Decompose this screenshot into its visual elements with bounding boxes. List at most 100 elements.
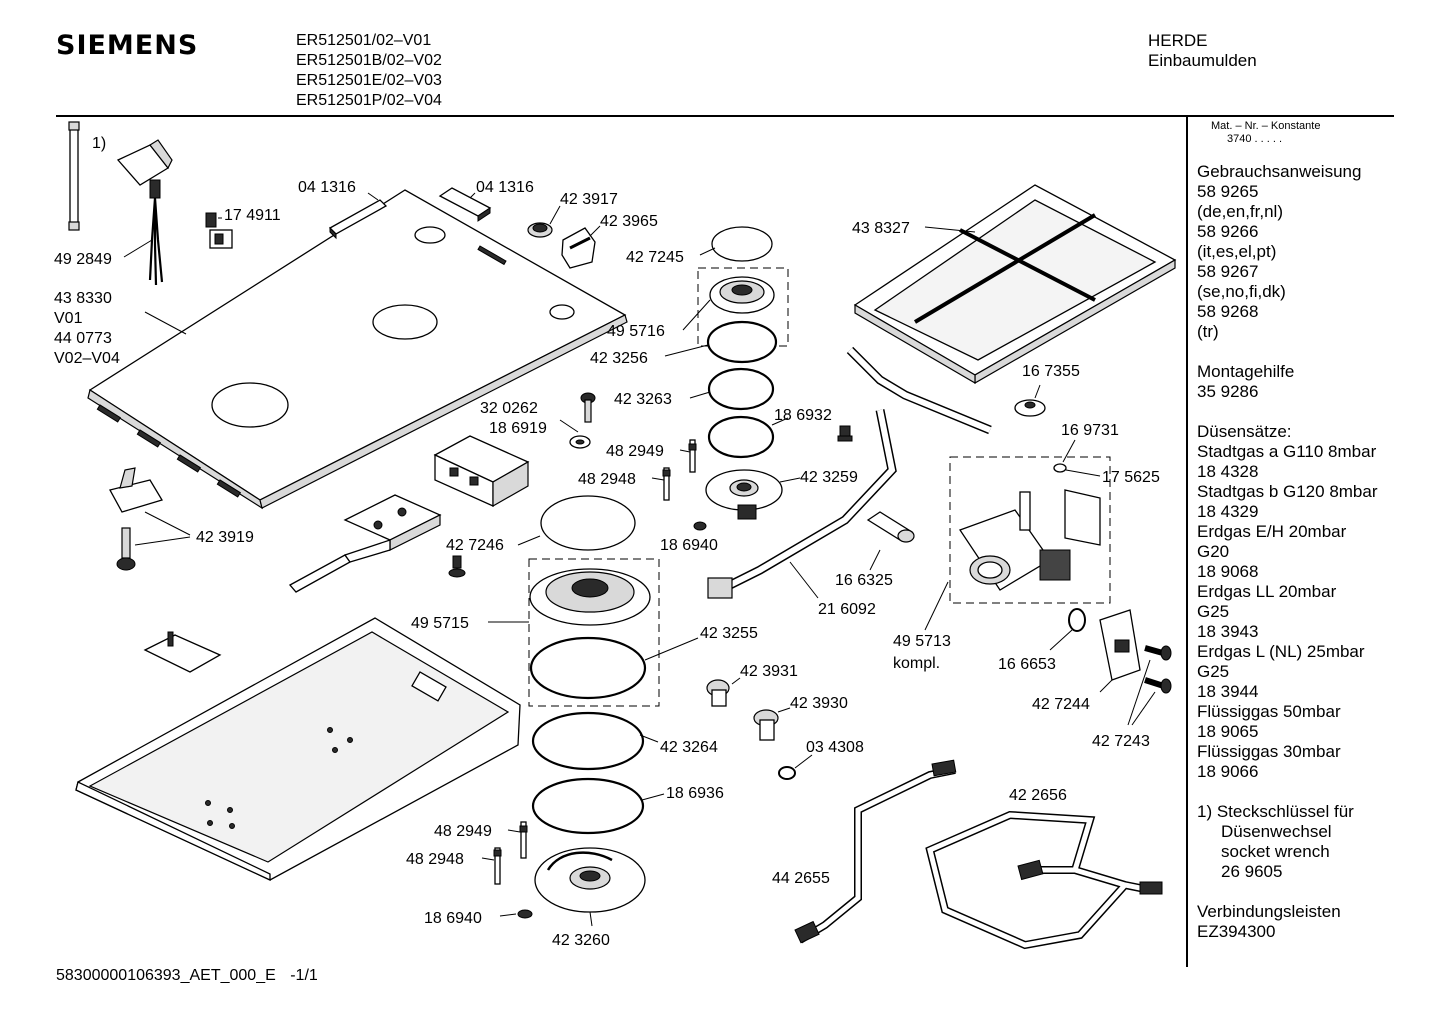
nozzle-line: 18 4328	[1197, 462, 1259, 481]
bottom-housing-tray	[75, 617, 521, 882]
mounting-bracket	[109, 467, 163, 513]
note-line: Düsenwechsel	[1221, 822, 1332, 841]
small-gasket-2	[707, 367, 775, 411]
label-42-3260: 42 3260	[552, 932, 610, 949]
small-seal	[1053, 463, 1067, 473]
large-gasket-2	[531, 711, 645, 771]
label-42-3919: 42 3919	[196, 529, 254, 546]
injector-nozzle	[866, 511, 915, 543]
label-note-marker: 1)	[92, 135, 106, 152]
thermocouple-a	[688, 439, 697, 473]
nozzle-line: Flüssiggas 30mbar	[1197, 742, 1341, 761]
category-title: HERDE	[1148, 31, 1208, 50]
control-knob	[561, 227, 596, 269]
note-line: socket wrench	[1221, 842, 1330, 861]
label-v02-v04: V02–V04	[54, 350, 120, 367]
large-burner-base	[534, 847, 646, 913]
note-line: 26 9605	[1221, 862, 1283, 881]
sidebar-divider	[1186, 117, 1188, 967]
terminal-clip	[205, 212, 233, 249]
hob-top-plate	[87, 189, 628, 510]
label-49-2849: 49 2849	[54, 251, 112, 268]
screw-small	[837, 425, 853, 442]
label-18-6936: 18 6936	[666, 785, 724, 802]
label-04-1316-left: 04 1316	[298, 179, 356, 196]
connector-title: Verbindungsleisten	[1197, 902, 1341, 921]
model-number-2: ER512501B/02–V02	[296, 52, 442, 69]
bracket-screw	[116, 527, 136, 571]
document-id: 58300000106393_AET_000_E -1/1	[56, 967, 318, 985]
valve-screw-2	[1144, 677, 1172, 694]
ignition-module-box	[433, 435, 530, 508]
nozzle-line: 18 9065	[1197, 722, 1259, 741]
nozzle-line: 18 4329	[1197, 502, 1259, 521]
label-42-7244: 42 7244	[1032, 696, 1090, 713]
thermocouple-b	[519, 821, 528, 859]
label-48-2949-a: 48 2949	[606, 443, 664, 460]
manual-title: Gebrauchsanweisung	[1197, 162, 1362, 181]
nozzle-line: Erdgas LL 20mbar	[1197, 582, 1337, 601]
gas-tube-422656	[925, 810, 1163, 950]
matnr-label: Mat. – Nr. – Konstante	[1211, 120, 1321, 132]
nozzle-line: 18 9066	[1197, 762, 1259, 781]
manual-line: 58 9267	[1197, 262, 1259, 281]
label-42-7245: 42 7245	[626, 249, 684, 266]
small-burner-head	[709, 276, 775, 314]
label-16-6653: 16 6653	[998, 656, 1056, 673]
large-gasket-1	[529, 636, 647, 700]
label-49-5716: 49 5716	[607, 323, 665, 340]
sealing-strip-left	[328, 199, 388, 240]
label-43-8327: 43 8327	[852, 220, 910, 237]
label-16-7355: 16 7355	[1022, 363, 1080, 380]
nozzle-line: 18 9068	[1197, 562, 1259, 581]
nozzle-line: Erdgas L (NL) 25mbar	[1197, 642, 1365, 661]
label-17-4911: 17 4911	[224, 207, 281, 224]
washer-small-b	[517, 909, 533, 919]
cap-washer	[1014, 399, 1046, 417]
nozzle-line: G20	[1197, 542, 1230, 561]
small-gasket-1	[706, 320, 778, 364]
gas-supply-pipe	[707, 346, 992, 599]
gas-valve-group-box	[949, 456, 1111, 604]
mount-value: 35 9286	[1197, 382, 1259, 401]
label-42-3965: 42 3965	[600, 213, 658, 230]
label-42-3931: 42 3931	[740, 663, 798, 680]
nozzle-title: Düsensätze:	[1197, 422, 1292, 441]
label-49-5715: 49 5715	[411, 615, 469, 632]
small-clamp-bracket	[143, 631, 222, 673]
bent-support-bracket	[288, 494, 442, 593]
nozzle-line: Erdgas E/H 20mbar	[1197, 522, 1347, 541]
label-32-0262: 32 0262	[480, 400, 538, 417]
nozzle-line: G25	[1197, 602, 1230, 621]
label-42-3259: 42 3259	[800, 469, 858, 486]
label-42-3263: 42 3263	[614, 391, 672, 408]
note-line: 1) Steckschlüssel für	[1197, 802, 1354, 821]
nozzle-line: Flüssiggas 50mbar	[1197, 702, 1341, 721]
nozzle-line: 18 3943	[1197, 622, 1259, 641]
label-18-6940-b: 18 6940	[424, 910, 482, 927]
nozzle-line: 18 3944	[1197, 682, 1259, 701]
manual-line: (it,es,el,pt)	[1197, 242, 1277, 261]
small-burner-cap	[711, 226, 773, 262]
screw-186919	[569, 392, 596, 449]
document-number: 58300000106393_AET_000_E	[56, 967, 276, 984]
label-42-3930: 42 3930	[790, 695, 848, 712]
label-kompl: kompl.	[893, 655, 940, 672]
label-42-2656: 42 2656	[1009, 787, 1067, 804]
label-42-7246: 42 7246	[446, 537, 504, 554]
sealing-strip-right	[438, 187, 492, 222]
label-16-6325: 16 6325	[835, 572, 893, 589]
nozzle-line: G25	[1197, 662, 1230, 681]
socket-wrench-rod	[68, 121, 80, 231]
label-42-3255: 42 3255	[700, 625, 758, 642]
ignition-electrode-a	[662, 467, 671, 501]
manual-line: 58 9266	[1197, 222, 1259, 241]
label-44-2655: 44 2655	[772, 870, 830, 887]
label-42-3256: 42 3256	[590, 350, 648, 367]
large-gasket-3	[531, 777, 645, 835]
label-48-2948-a: 48 2948	[578, 471, 636, 488]
label-03-4308: 03 4308	[806, 739, 864, 756]
label-44-0773: 44 0773	[54, 330, 112, 347]
label-18-6940-a: 18 6940	[660, 537, 718, 554]
manual-line: (de,en,fr,nl)	[1197, 202, 1283, 221]
